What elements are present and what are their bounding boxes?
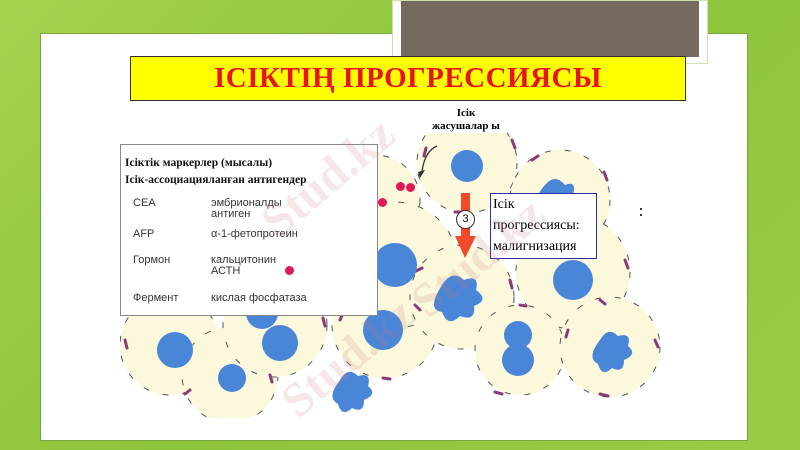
antigen-dot [396, 182, 405, 191]
title-placeholder [392, 0, 708, 64]
progression-line2: прогрессиясы: [493, 218, 580, 233]
marker-key: Гормон [133, 254, 171, 266]
marker-value: α-1-фетопротеин [211, 228, 298, 240]
marker-key: AFP [133, 228, 155, 240]
marker-value: эмбрионалды [211, 197, 282, 209]
marker-value: кислая фосфатаза [211, 292, 307, 304]
tumor-cells-label-line1: Ісік [456, 107, 476, 119]
marker-key: CEA [133, 197, 156, 209]
antigen-dot [378, 198, 387, 207]
tumor-markers-table: Ісіктік маркерлер (мысалы) Ісік-ассоциац… [120, 144, 378, 316]
markers-heading: Ісіктік маркерлер (мысалы) [125, 157, 273, 169]
marker-key: Фермент [133, 292, 179, 304]
progression-line3: малигнизация [493, 239, 577, 254]
progression-label-box: Ісік прогрессиясы: малигнизация [490, 193, 597, 259]
marker-value: кальцитонин [211, 254, 277, 266]
progression-line1: Ісік [493, 197, 515, 212]
marker-value: АСТН [211, 265, 241, 277]
title-placeholder-fill [401, 1, 699, 57]
slide-title: ІСІКТІҢ ПРОГРЕССИЯСЫ [214, 62, 602, 94]
markers-subheading: Ісік-ассоциацияланған антигендер [125, 174, 307, 186]
antigen-dot [406, 183, 415, 192]
tumor-cells-label-line2: жасушалар ы [432, 120, 500, 132]
antigen-dot [285, 266, 294, 275]
title-banner: ІСІКТІҢ ПРОГРЕССИЯСЫ [130, 56, 686, 101]
marker-value: антиген [211, 208, 251, 220]
tumor-cells-label: Ісік жасушалар ы [425, 107, 507, 133]
step-number-badge: 3 [456, 210, 475, 229]
